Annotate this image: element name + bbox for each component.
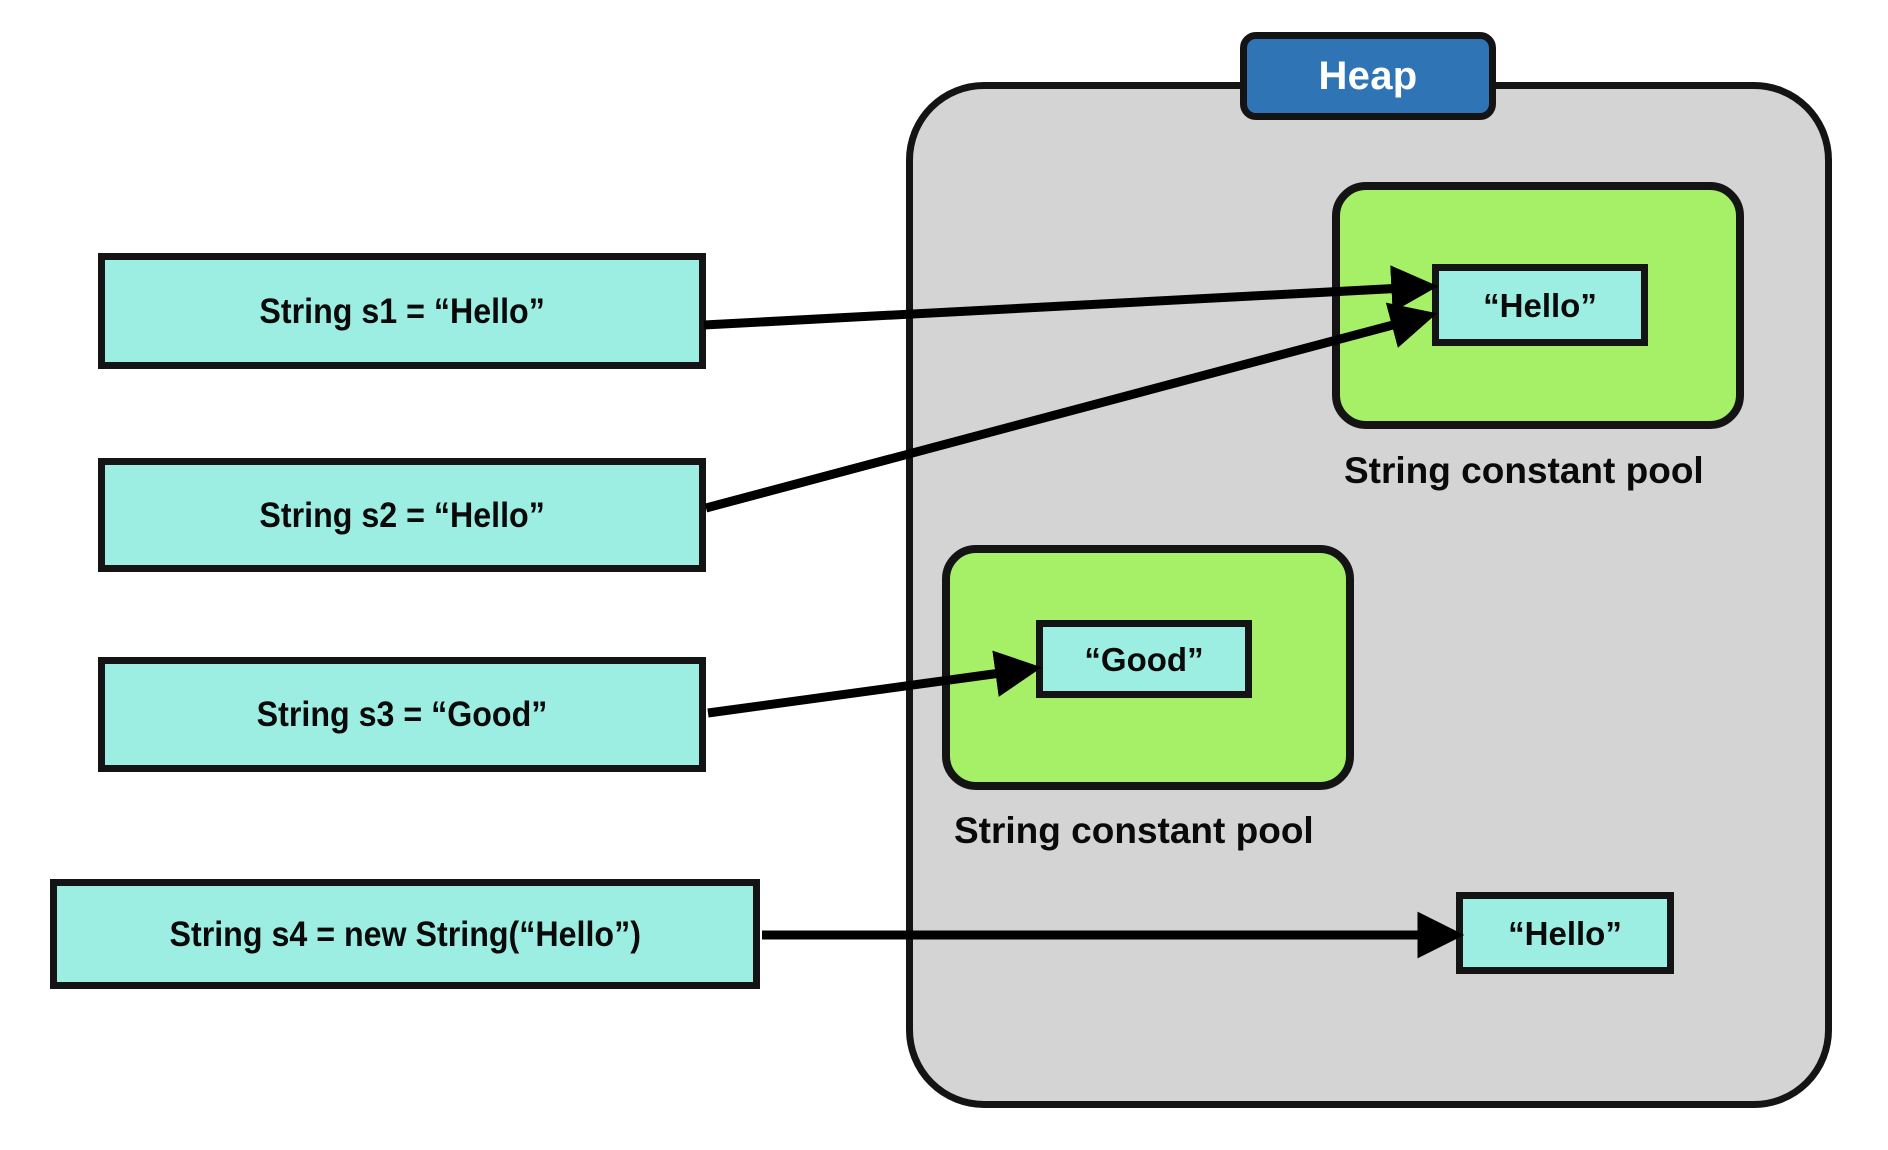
declaration-s4-code: String s4 = new String(“Hello”) <box>169 914 641 954</box>
heap-label-text: Heap <box>1318 54 1418 98</box>
declaration-box-s1: String s1 = “Hello” <box>98 253 706 369</box>
heap-object-hello-label: “Hello” <box>1508 914 1622 952</box>
pool-entry-good-label: “Good” <box>1084 640 1204 678</box>
heap-label-badge: Heap <box>1240 32 1496 120</box>
declaration-box-s3: String s3 = “Good” <box>98 657 706 772</box>
heap-object-hello: “Hello” <box>1456 892 1674 974</box>
pool-entry-hello: “Hello” <box>1432 264 1648 346</box>
declaration-s1-code: String s1 = “Hello” <box>259 291 545 331</box>
declaration-box-s2: String s2 = “Hello” <box>98 458 706 572</box>
pool-entry-good: “Good” <box>1036 620 1252 698</box>
declaration-box-s4: String s4 = new String(“Hello”) <box>50 879 760 989</box>
declaration-s2-code: String s2 = “Hello” <box>259 495 545 535</box>
string-constant-pool-lower-caption: String constant pool <box>954 810 1314 851</box>
pool-entry-hello-label: “Hello” <box>1483 286 1597 324</box>
string-constant-pool-upper-caption: String constant pool <box>1344 450 1704 491</box>
declaration-s3-code: String s3 = “Good” <box>256 695 548 734</box>
